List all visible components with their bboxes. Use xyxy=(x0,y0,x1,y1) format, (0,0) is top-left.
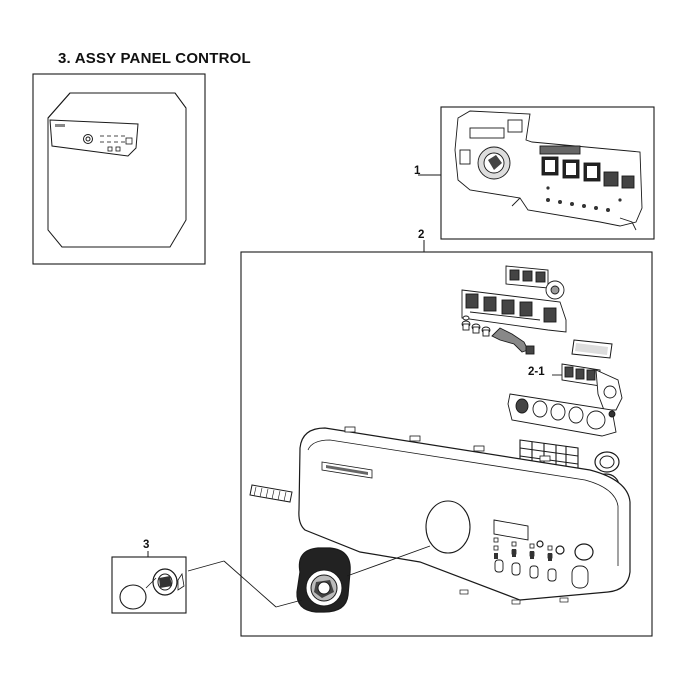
knob-frame xyxy=(111,551,187,614)
button-pins xyxy=(461,315,491,337)
callout-part-3: 3 xyxy=(143,539,150,551)
lever-arm xyxy=(491,327,535,355)
knob-escutcheon xyxy=(296,547,351,613)
pcb-board-part-1 xyxy=(454,110,643,231)
control-panel-housing xyxy=(298,426,631,605)
button-holder-upper xyxy=(461,265,567,333)
washer-overview-illustration xyxy=(47,92,187,248)
leader-lines xyxy=(187,545,431,608)
decor-strip xyxy=(249,484,293,503)
display-lens xyxy=(571,339,613,359)
pcb-frame xyxy=(418,106,655,240)
overview-frame xyxy=(32,73,206,265)
callout-part-2-1: 2-1 xyxy=(528,366,545,378)
diagram-title: 3. ASSY PANEL CONTROL xyxy=(58,50,251,67)
knob-part-3 xyxy=(119,568,185,610)
callout-part-2: 2 xyxy=(418,229,425,241)
panel-assembly-frame xyxy=(240,240,653,637)
callout-part-1: 1 xyxy=(414,165,421,177)
button-board-part-2-1 xyxy=(507,363,623,437)
